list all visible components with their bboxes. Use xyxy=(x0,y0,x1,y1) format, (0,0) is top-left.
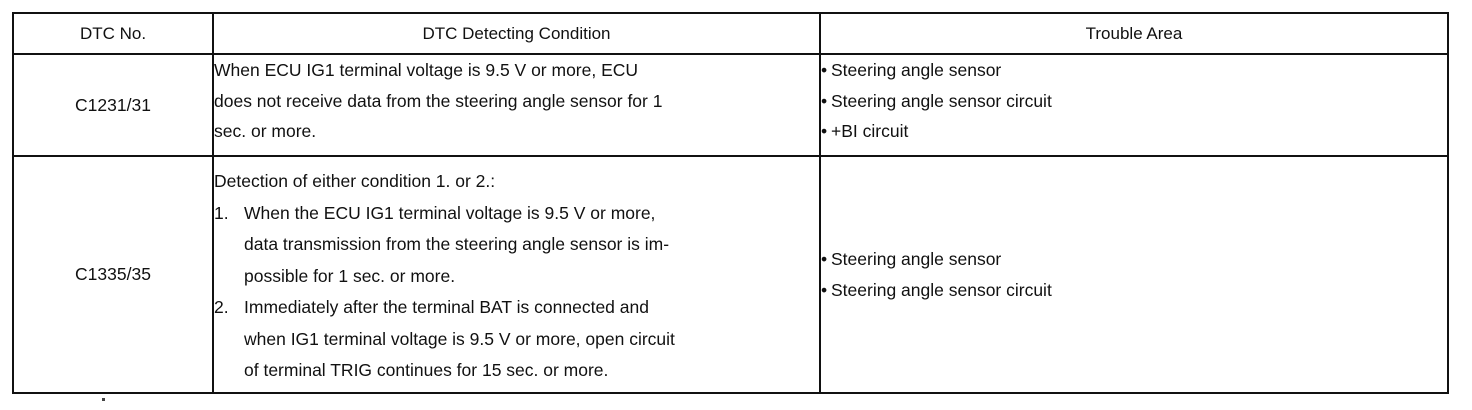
detecting-condition-cell: Detection of either condition 1. or 2.: … xyxy=(212,155,821,394)
trouble-area-item: •Steering angle sensor circuit xyxy=(821,275,1447,306)
trouble-area-text: Steering angle sensor xyxy=(831,60,1002,80)
trouble-area-item: •Steering angle sensor circuit xyxy=(821,86,1447,117)
bullet-icon: • xyxy=(821,60,828,80)
bullet-icon: • xyxy=(821,249,828,269)
condition-line: possible for 1 sec. or more. xyxy=(244,265,456,286)
condition-intro: Detection of either condition 1. or 2.: xyxy=(214,171,496,191)
header-detecting-condition: DTC Detecting Condition xyxy=(212,12,821,55)
bullet-icon: • xyxy=(821,121,828,141)
dtc-table: DTC No. DTC Detecting Condition Trouble … xyxy=(12,12,1449,394)
trouble-area-cell: •Steering angle sensor •Steering angle s… xyxy=(819,53,1449,157)
condition-line: when IG1 terminal voltage is 9.5 V or mo… xyxy=(244,328,675,349)
trouble-area-text: Steering angle sensor circuit xyxy=(831,279,1052,300)
table-row: C1231/31 When ECU IG1 terminal voltage i… xyxy=(12,53,1449,157)
condition-text: When the ECU IG1 terminal voltage is 9.5… xyxy=(244,198,819,293)
condition-text: Immediately after the terminal BAT is co… xyxy=(244,292,819,387)
table-header-row: DTC No. DTC Detecting Condition Trouble … xyxy=(12,12,1449,55)
scan-speck xyxy=(102,398,105,401)
bullet-icon: • xyxy=(821,90,828,111)
trouble-area-text: Steering angle sensor xyxy=(831,249,1002,269)
condition-line: When ECU IG1 terminal voltage is 9.5 V o… xyxy=(214,60,639,80)
condition-line: sec. or more. xyxy=(214,121,317,141)
trouble-area-cell: •Steering angle sensor •Steering angle s… xyxy=(819,155,1449,394)
numbered-condition: 1. When the ECU IG1 terminal voltage is … xyxy=(214,198,819,293)
condition-number: 2. xyxy=(214,297,229,317)
condition-number: 1. xyxy=(214,202,229,223)
trouble-area-text: +BI circuit xyxy=(831,121,909,141)
trouble-area-item: •Steering angle sensor xyxy=(821,244,1447,275)
condition-line: of terminal TRIG continues for 15 sec. o… xyxy=(244,360,609,380)
header-dtc-no: DTC No. xyxy=(12,12,214,55)
table-row: C1335/35 Detection of either condition 1… xyxy=(12,155,1449,394)
condition-line: data transmission from the steering angl… xyxy=(244,234,670,254)
condition-line: When the ECU IG1 terminal voltage is 9.5… xyxy=(244,202,656,223)
numbered-condition: 2. Immediately after the terminal BAT is… xyxy=(214,292,819,387)
condition-line: does not receive data from the steering … xyxy=(214,90,663,111)
trouble-area-item: •+BI circuit xyxy=(821,116,1447,147)
bullet-icon: • xyxy=(821,279,828,300)
trouble-area-text: Steering angle sensor circuit xyxy=(831,90,1052,111)
header-trouble-area: Trouble Area xyxy=(819,12,1449,55)
trouble-area-item: •Steering angle sensor xyxy=(821,55,1447,86)
dtc-code: C1231/31 xyxy=(12,53,214,157)
condition-line: Immediately after the terminal BAT is co… xyxy=(244,297,649,317)
dtc-code: C1335/35 xyxy=(12,155,214,394)
detecting-condition-cell: When ECU IG1 terminal voltage is 9.5 V o… xyxy=(212,53,821,157)
